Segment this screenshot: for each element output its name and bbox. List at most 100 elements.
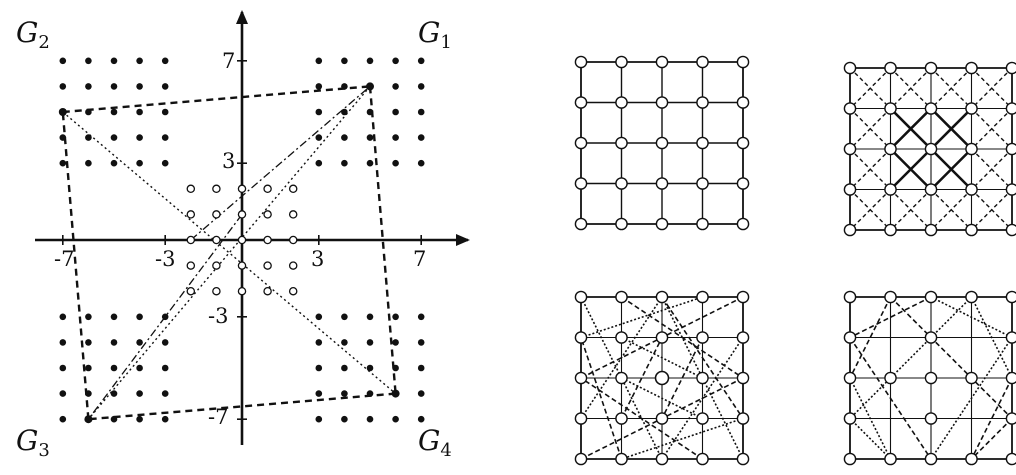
diagonal-edge [890, 67, 932, 109]
ring-edge [849, 417, 892, 460]
grid-node [884, 102, 897, 115]
grid-node [574, 177, 588, 190]
group-label-g1: G1 [418, 16, 452, 53]
filled-lattice-point [315, 339, 323, 346]
filled-lattice-point [110, 57, 118, 65]
filled-lattice-point [315, 134, 323, 141]
filled-lattice-point [341, 134, 348, 141]
x-tick-label: -7 [54, 247, 74, 271]
grid-node [574, 217, 588, 231]
grid-node [696, 96, 709, 109]
rotated-edge [580, 377, 703, 460]
grid-node [736, 371, 750, 385]
open-lattice-point [263, 286, 272, 296]
filled-lattice-point [85, 159, 92, 167]
grid-node [736, 177, 750, 190]
filled-lattice-point [392, 57, 399, 65]
grid-node [655, 452, 669, 466]
filled-lattice-point [392, 159, 399, 167]
filled-lattice-point [392, 134, 399, 141]
filled-lattice-point [161, 390, 169, 397]
grid-node [615, 290, 628, 304]
grid-node [843, 61, 857, 75]
grid-node [696, 177, 709, 190]
filled-lattice-point [110, 134, 118, 141]
ring-edge [849, 337, 932, 460]
grid-node [736, 290, 750, 304]
grid-node [884, 452, 897, 466]
grid-node [655, 96, 669, 109]
open-lattice-point [212, 235, 221, 245]
open-lattice-point [263, 235, 272, 245]
rotated-edge [661, 296, 744, 419]
grid-node [924, 142, 938, 156]
grid-panel-top-left [574, 55, 750, 231]
diagonal-edge [849, 67, 891, 109]
diagonal-edge [849, 189, 891, 231]
rotated-edge [580, 296, 663, 419]
filled-lattice-point [85, 57, 92, 65]
filled-lattice-point [417, 108, 425, 116]
grid-node [655, 290, 669, 304]
filled-lattice-point [136, 83, 143, 90]
diagonal-edge [930, 189, 972, 231]
grid-node [843, 371, 857, 385]
filled-lattice-point [161, 134, 169, 141]
diagonal-edge [849, 148, 891, 190]
y-tick-label: 3 [222, 149, 235, 173]
grid-node [1005, 102, 1016, 115]
filled-lattice-point [161, 364, 169, 372]
grid-node [843, 102, 857, 115]
grid-node [655, 55, 669, 69]
rotated-edge [621, 377, 703, 420]
group-label-g2: G2 [16, 16, 50, 53]
grid-node [655, 217, 669, 231]
grid-node [843, 142, 857, 156]
rotated-edge [661, 337, 704, 419]
filled-lattice-point [110, 159, 118, 167]
grid-node [843, 412, 857, 425]
vertex-point [366, 82, 374, 91]
grid-node [965, 452, 978, 466]
filled-lattice-point [59, 390, 67, 397]
grid-node [574, 55, 588, 69]
grid-node [736, 452, 750, 466]
diagonal-edge [849, 108, 891, 150]
filled-lattice-point [417, 415, 425, 423]
grid-node [615, 136, 628, 150]
filled-lattice-point [315, 313, 323, 321]
grid-node [696, 412, 709, 425]
filled-lattice-point [85, 134, 92, 141]
open-lattice-point [186, 286, 196, 296]
filled-lattice-point [341, 108, 348, 116]
dashed-boundary-line [62, 85, 371, 114]
filled-lattice-point [59, 57, 67, 65]
ring-edge [930, 337, 1013, 460]
filled-lattice-point [136, 57, 143, 65]
grid-node [1005, 61, 1016, 75]
filled-lattice-point [161, 57, 169, 65]
grid-node [655, 177, 669, 190]
filled-lattice-point [59, 159, 67, 167]
open-lattice-point [186, 184, 196, 194]
filled-lattice-point [417, 57, 425, 65]
dashed-boundary-line [368, 86, 397, 394]
grid-node [736, 331, 750, 344]
filled-lattice-point [341, 415, 348, 423]
grid-node [655, 412, 669, 425]
grid-node [965, 290, 978, 304]
grid-node [924, 290, 938, 304]
filled-lattice-point [136, 108, 143, 116]
filled-lattice-point [366, 134, 374, 141]
rotated-edge [620, 337, 663, 419]
construction-lines [61, 85, 397, 421]
grid-node [615, 217, 628, 231]
grid-node [924, 331, 938, 344]
filled-lattice-point [417, 364, 425, 372]
filled-lattice-point [341, 57, 348, 65]
filled-lattice-point [59, 134, 67, 141]
filled-lattice-point [417, 159, 425, 167]
center-node [654, 370, 670, 386]
filled-lattice-point [315, 57, 323, 65]
